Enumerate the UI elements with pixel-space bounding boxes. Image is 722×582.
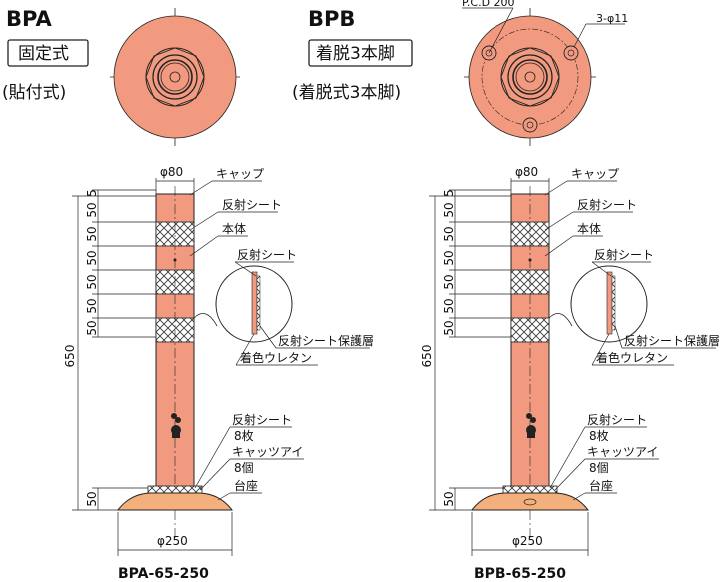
bpa-callouts: キャップ 反射シート 本体 反射シート 反射シート保護層 着色ウレタン 反射シー… [189,167,374,501]
bpb-top-view: P.C.D 200 3-φ11 [462,0,628,146]
bpb-detail-bubble [548,265,648,343]
bpa-top-dia: φ80 [160,165,183,179]
bpa-label-reflect1: 反射シート [222,197,282,212]
bpa-label-reflect2: 反射シート [237,247,297,262]
bpb-model-name: BPB-65-250 [474,566,566,582]
bpb-type-box [308,39,413,67]
bpb-eye-marker [526,413,536,438]
bpa-base-dia-dim: φ250 [117,512,233,556]
bpb-callouts: キャップ 反射シート 本体 反射シート 反射シート保護層 着色ウレタン 反射シー… [544,167,720,501]
bpa-label-cap: キャップ [216,167,264,181]
bpb-label-eye: キャッツアイ [587,445,658,459]
bpa-dim-50f: 50 [85,320,99,335]
bpb-dim-50b: 50 [442,226,456,241]
bpb-label-cap: キャップ [571,167,619,181]
bpa-dim-50b: 50 [85,226,99,241]
bpb-label-base: 台座 [589,478,613,493]
bpa-dim-50a: 50 [85,202,99,217]
bpa-dim-50e: 50 [85,298,99,313]
bpa-label-count8b: 8個 [234,461,254,475]
bpa-detail-bubble [193,265,293,343]
bpb-code: BPB [308,7,355,31]
bpb-post [470,186,590,540]
bpa-label-eye: キャッツアイ [232,445,303,459]
bpa-base-dia: φ250 [157,534,188,548]
bpb-label-protect: 反射シート保護層 [624,333,720,348]
bpb-top-dia: φ80 [515,165,538,179]
bpa-label-protect: 反射シート保護層 [278,333,374,348]
bpb-label-reflect3: 反射シート [587,412,647,427]
bpb-dim-50e: 50 [442,298,456,313]
bpa-post [116,186,234,540]
bpa-label-body: 本体 [222,222,246,236]
bpb-type-label: 着脱3本脚 [316,44,395,64]
bpb-top-dia-dim: φ80 [510,165,550,196]
bpb-dim-5: 5 [442,189,456,197]
bpa-eye-marker [171,413,181,438]
bpa-dim-50g: 50 [85,491,99,506]
bpa-type-box [7,39,89,67]
bpb-base-dia: φ250 [512,534,543,548]
bpb-label-count8: 8枚 [589,428,609,443]
bpb-dim-650: 650 [420,345,434,368]
bpb-dim-labels: 5 50 50 50 50 50 50 650 50 [420,189,456,506]
bpa-type-label: 固定式 [18,44,69,64]
bpa-panel: BPA 固定式 (貼付式) φ80 [2,7,374,582]
bpa-dim-50c: 50 [85,250,99,265]
bpb-dim-50g: 50 [442,491,456,506]
bpb-panel: BPB 着脱3本脚 (着脱式3本脚) [292,0,720,582]
bpb-dim-50d: 50 [442,274,456,289]
bpb-base [470,492,590,511]
bpa-model-name: BPA-65-250 [118,566,209,582]
bpb-dim-50a: 50 [442,202,456,217]
bpb-pcd: P.C.D 200 [462,0,515,9]
bpb-label-reflect2: 反射シート [594,247,654,262]
bpa-label-reflect3: 反射シート [232,412,292,427]
bpb-type-sub: (着脱式3本脚) [292,83,401,103]
bpb-base-dia-dim: φ250 [471,512,589,556]
bpa-dim-5: 5 [85,189,99,197]
bpa-base [116,492,234,511]
bpa-label-urethane: 着色ウレタン [240,350,312,365]
bpa-code: BPA [6,7,52,31]
bpa-dim-ladder [72,189,156,511]
bpb-holes: 3-φ11 [596,12,628,25]
bpb-label-count8b: 8個 [589,461,609,475]
bpb-label-reflect1: 反射シート [577,197,637,212]
bpb-label-body: 本体 [577,222,601,236]
bpb-dim-50f: 50 [442,320,456,335]
bpa-label-base: 台座 [234,478,258,493]
bpa-label-count8: 8枚 [234,428,254,443]
bpa-dim-labels: 5 50 50 50 50 50 50 650 50 [63,189,99,506]
bpb-dim-50c: 50 [442,250,456,265]
bpa-type-sub: (貼付式) [2,83,66,103]
bpb-dim-ladder [429,189,511,511]
bpb-label-urethane: 着色ウレタン [596,350,668,365]
bpa-dim-650: 650 [63,345,77,368]
bpa-dim-50d: 50 [85,274,99,289]
bpa-top-dia-dim: φ80 [155,165,195,196]
bpa-top-view [110,8,240,146]
